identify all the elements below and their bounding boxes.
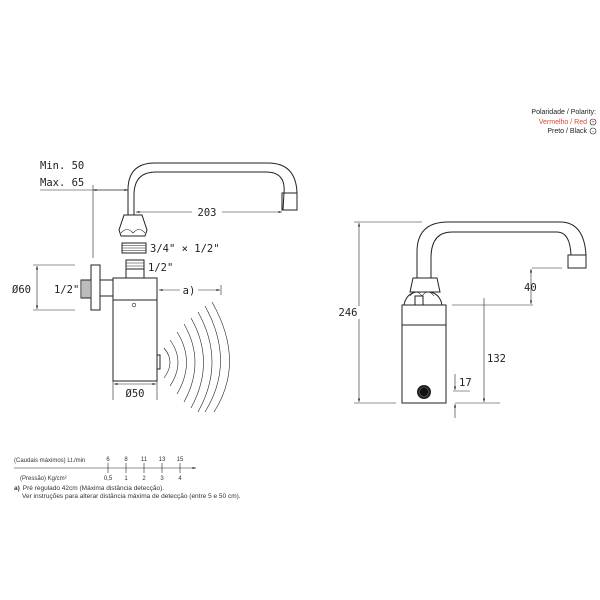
- polarity-title: Polaridade / Polarity:: [531, 109, 596, 116]
- body-height: 132: [487, 353, 506, 365]
- min-label: Min. 50: [40, 160, 84, 172]
- flange-diameter: Ø60: [12, 284, 31, 296]
- pressure-value: 2: [142, 476, 146, 482]
- plus-icon: [589, 118, 597, 126]
- side-view: Min. 50 Max. 65 203 3/4" × 1/2" 1/2" 1/2…: [12, 160, 298, 413]
- pressure-value: 0,5: [104, 476, 113, 482]
- notes: a)Pré regulado 42cm (Máxima distância de…: [14, 485, 241, 500]
- wall-thread-label: 1/2": [54, 284, 79, 296]
- pressure-label: (Pressão) Kg/cm²: [20, 476, 67, 482]
- sensor-waves: [163, 301, 230, 413]
- reducer-label: 3/4" × 1/2": [150, 243, 220, 255]
- note-prefix: a): [14, 485, 20, 492]
- pressure-value: 3: [160, 476, 164, 482]
- plus-symbol: +: [591, 120, 595, 126]
- detection-label: a): [183, 285, 196, 297]
- connector-label: 1/2": [148, 262, 173, 274]
- total-height: 246: [339, 307, 358, 319]
- polarity-legend: Polaridade / Polarity: Vermelho / Red + …: [531, 109, 597, 135]
- note-line-1: Pré regulado 42cm (Máxima distância dete…: [23, 485, 164, 492]
- spout-clearance: 40: [524, 282, 537, 294]
- front-view: 246 40 132 17: [336, 221, 587, 418]
- body-diameter: Ø50: [126, 388, 145, 400]
- minus-icon: [589, 127, 597, 135]
- flow-value: 15: [177, 457, 184, 463]
- flow-label: (Caudais máximos) Lt./min: [14, 458, 85, 464]
- spout-length: 203: [198, 207, 217, 219]
- flow-pressure-scale: (Caudais máximos) Lt./min (Pressão) Kg/c…: [14, 457, 196, 482]
- minus-symbol: -: [592, 129, 594, 135]
- sensor-height: 17: [459, 377, 472, 389]
- note-line-2: Ver instruções para alterar distância má…: [22, 493, 241, 500]
- flow-value: 8: [124, 457, 128, 463]
- flow-value: 6: [106, 457, 110, 463]
- polarity-black: Preto / Black: [547, 128, 587, 135]
- flow-value: 11: [141, 457, 148, 463]
- max-label: Max. 65: [40, 177, 84, 189]
- pressure-value: 1: [124, 476, 128, 482]
- polarity-red: Vermelho / Red: [539, 119, 587, 126]
- svg-text:a)Pré regulado 42cm (Máxima di: a)Pré regulado 42cm (Máxima distância de…: [14, 485, 164, 492]
- flow-value: 13: [159, 457, 166, 463]
- pressure-value: 4: [178, 476, 182, 482]
